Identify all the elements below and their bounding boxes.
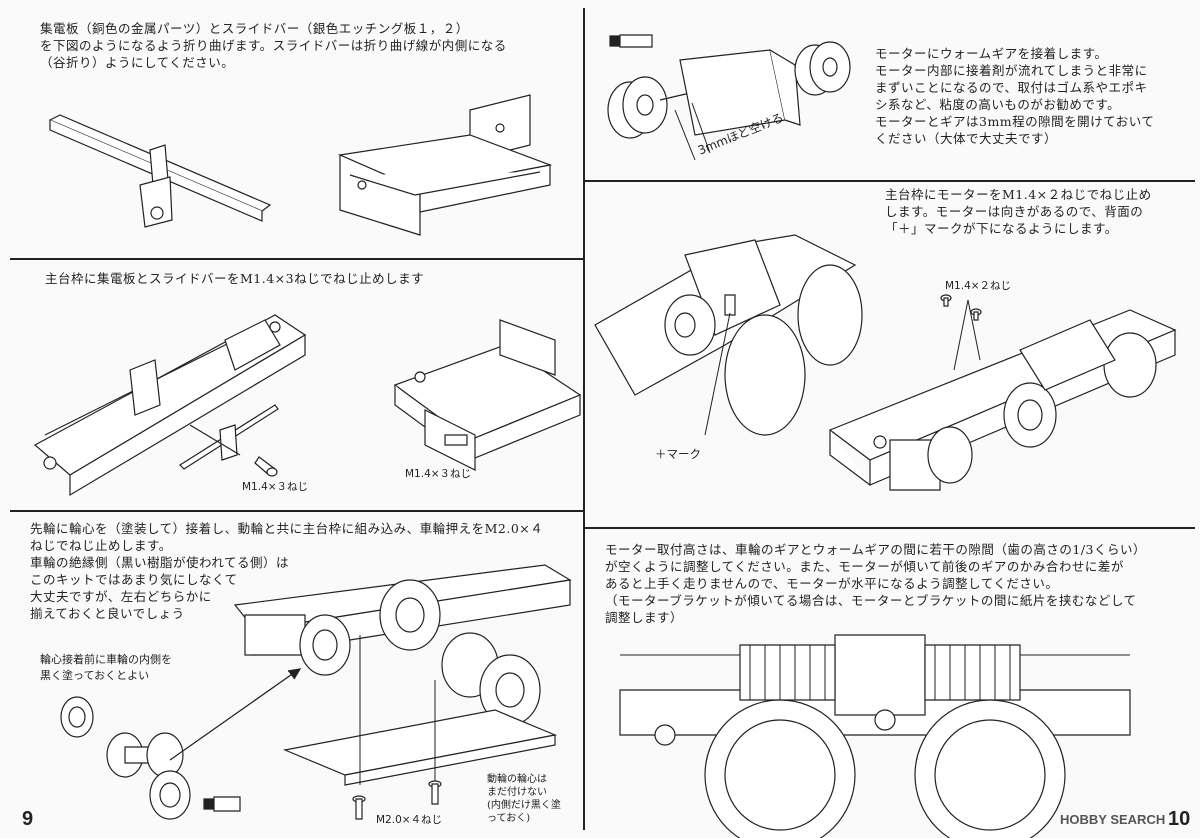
paint-note: 輪心接着前に車輪の内側を 黒く塗っておくとよい (40, 653, 172, 682)
divider-right-1 (585, 180, 1195, 182)
screw-m14x3-left-icon (255, 455, 279, 477)
divider-right-2 (585, 527, 1195, 529)
adhesive-tube-icon (204, 795, 244, 813)
motor-screw-label: M1.4×２ねじ (945, 280, 1012, 292)
screw-m20-left-icon (352, 795, 366, 821)
screw-m14x2-icons (940, 290, 1000, 380)
screw-m20-label: M2.0×４ねじ (376, 814, 443, 826)
chassis-with-motor-illustration (830, 290, 1190, 520)
divider-left-2 (10, 510, 583, 512)
step4-text: モーターにウォームギアを接着します。 モーター内部に接着剤が流れてしまうと非常に… (875, 46, 1155, 146)
center-divider (583, 8, 585, 830)
watermark-logo: HOBBY SEARCH (1060, 812, 1166, 827)
insert-arrow (170, 665, 305, 765)
plus-mark-label: ＋マーク (655, 447, 701, 461)
page-number-left: 9 (22, 808, 34, 830)
motor-closeup-illustration (595, 225, 865, 495)
frame-left-illustration (35, 315, 310, 495)
step1-text: 集電板（銅色の金属パーツ）とスライドバー（銀色エッチング板１，２） を下図のよう… (40, 21, 507, 70)
screw-m20-right-icon (428, 780, 442, 806)
chassis-assembly-illustration (225, 560, 575, 800)
gear-mesh-side-view (620, 625, 1140, 838)
frame-right-illustration (395, 315, 580, 500)
hub-note: 動輪の輪心は まだ付けない (内側だけ黒く塗 っておく) (487, 774, 561, 824)
adhesive-tube-icon-top (610, 33, 656, 49)
screw-label-right: M1.4×３ねじ (405, 468, 472, 480)
divider-left-1 (10, 258, 583, 260)
step2-text: 主台枠に集電板とスライドバーをM1.4×3ねじでねじ止めします (45, 271, 425, 286)
step3-text: 先輪に輪心を（塗装して）接着し、動輪と共に主台枠に組み込み、車輪押えをM2.0×… (30, 521, 544, 621)
screw-label-left: M1.4×３ねじ (242, 481, 309, 493)
page-number-right: 10 (1168, 808, 1191, 830)
step5-text: 主台枠にモーターをM1.4×２ねじでねじ止め します。モーターは向きがあるので、… (885, 187, 1152, 236)
motor-worm-gear-illustration (600, 25, 860, 165)
current-collector-illustration (40, 105, 280, 235)
slide-bar-illustration (340, 90, 560, 240)
wheelset-illustration (55, 695, 215, 825)
step6-text: モーター取付高さは、車輪のギアとウォームギアの間に若干の隙間（歯の高さの1/3く… (605, 542, 1146, 625)
current-plate-part (180, 405, 280, 475)
